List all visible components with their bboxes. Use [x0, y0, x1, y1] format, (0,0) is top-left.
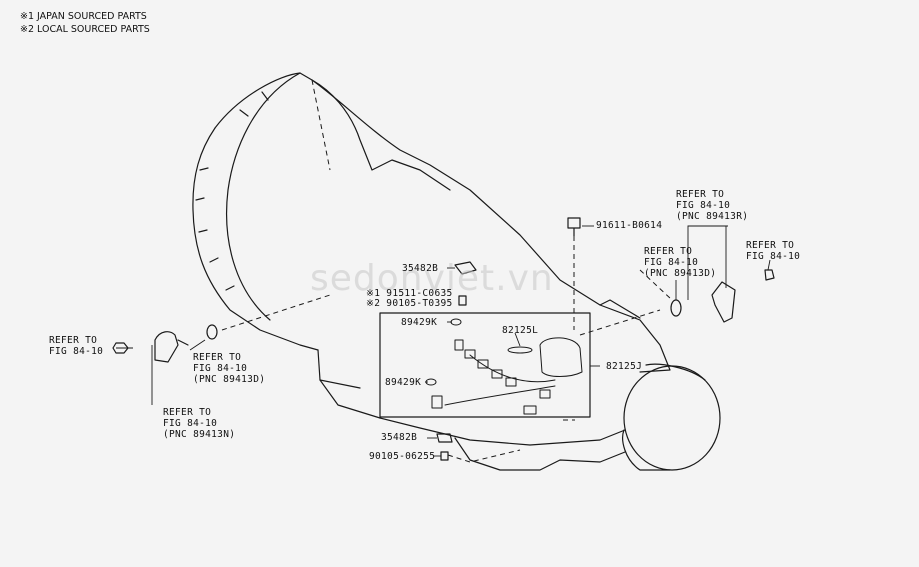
- part-label-90105-t0395[interactable]: ※2 90105-T0395: [366, 298, 453, 309]
- refer-bottom-left-line2: FIG 84-10: [163, 418, 218, 429]
- refer-left-line1: REFER TO: [49, 335, 98, 346]
- part-label-35482b-top[interactable]: 35482B: [402, 263, 439, 274]
- part-label-89429k-top[interactable]: 89429K: [401, 317, 438, 328]
- part-label-82125j[interactable]: 82125J: [606, 361, 643, 372]
- output-housing: [623, 365, 721, 471]
- refer-bottom-left-line3: (PNC 89413N): [163, 429, 236, 440]
- refer-mid-right-line1: REFER TO: [644, 246, 693, 257]
- refer-center-left-line1: REFER TO: [193, 352, 242, 363]
- refer-far-right-line1: REFER TO: [746, 240, 795, 251]
- refer-top-right-line3: (PNC 89413R): [676, 211, 749, 222]
- refer-center-left-line2: FIG 84-10: [193, 363, 248, 374]
- part-label-35482b-bottom[interactable]: 35482B: [381, 432, 418, 443]
- watermark: sedonviet.vn: [310, 258, 554, 299]
- part-label-91511[interactable]: ※1 91511-C0635: [366, 288, 453, 299]
- part-label-89429k-bottom[interactable]: 89429K: [385, 377, 422, 388]
- note-local-sourced: ※2 LOCAL SOURCED PARTS: [20, 24, 150, 35]
- note-japan-sourced: ※1 JAPAN SOURCED PARTS: [20, 11, 147, 22]
- refer-top-right-line1: REFER TO: [676, 189, 725, 200]
- refer-mid-right-line3: (PNC 89413D): [644, 268, 717, 279]
- part-label-90105-06255[interactable]: 90105-06255: [369, 451, 436, 462]
- refer-bottom-left-line1: REFER TO: [163, 407, 212, 418]
- refer-left-line2: FIG 84-10: [49, 346, 104, 357]
- refer-mid-right-line2: FIG 84-10: [644, 257, 699, 268]
- refer-top-right-line2: FIG 84-10: [676, 200, 731, 211]
- part-label-91611[interactable]: 91611-B0614: [596, 220, 663, 231]
- refer-center-left-line3: (PNC 89413D): [193, 374, 266, 385]
- refer-far-right-line2: FIG 84-10: [746, 251, 801, 262]
- wire-harness-box: [379, 312, 591, 418]
- part-label-82125l[interactable]: 82125L: [502, 325, 539, 336]
